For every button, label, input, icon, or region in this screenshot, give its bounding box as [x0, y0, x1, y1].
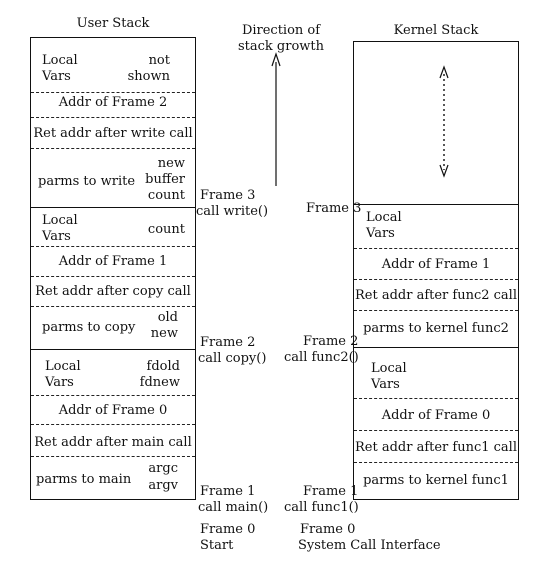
params-label: parms to copy	[42, 320, 136, 335]
frame-addr-cell: Addr of Frame 1	[58, 254, 168, 269]
kernel-frame-label: Frame 1	[303, 484, 359, 499]
user-stack	[30, 37, 196, 500]
frame-addr-cell: Addr of Frame 1	[381, 257, 491, 272]
param-name: new	[157, 156, 185, 171]
params-label: parms to main	[36, 472, 132, 487]
user-call-label: call write()	[196, 204, 269, 219]
local-vars-label: Vars	[366, 226, 395, 241]
user-call-label: call copy()	[198, 351, 267, 366]
local-vars-label: Local	[45, 359, 81, 374]
user-separator	[31, 276, 195, 277]
return-addr-cell: Ret addr after func1 call	[355, 440, 517, 455]
side-note: shown	[127, 69, 170, 84]
local-vars-label: Local	[42, 213, 78, 228]
kernel-separator	[354, 398, 518, 399]
params-label: parms to write	[38, 174, 136, 189]
local-vars-label: Vars	[42, 69, 71, 84]
kernel-separator	[354, 248, 518, 249]
side-note: count	[147, 222, 185, 237]
side-note: fdold	[146, 359, 180, 374]
kernel-stack	[353, 41, 519, 500]
local-vars-label: Local	[371, 361, 407, 376]
user-frame-boundary	[31, 349, 195, 350]
return-addr-cell: Ret addr after main call	[34, 435, 192, 450]
kernel-call-label: System Call Interface	[298, 538, 441, 553]
kernel-call-label: call func1()	[284, 500, 359, 515]
user-separator	[31, 395, 195, 396]
user-frame-label: Frame 1	[200, 484, 256, 499]
frame-addr-cell: Addr of Frame 0	[58, 403, 168, 418]
kernel-frame-boundary	[354, 347, 518, 348]
user-call-label: Start	[200, 538, 234, 553]
local-vars-label: Local	[42, 53, 78, 68]
kernel-separator	[354, 430, 518, 431]
user-frame-label: Frame 3	[200, 188, 256, 203]
param-name: argv	[148, 478, 178, 493]
kernel-call-label: call func2()	[284, 350, 359, 365]
local-vars-label: Vars	[42, 229, 71, 244]
param-name: old	[157, 310, 178, 325]
kernel-separator	[354, 310, 518, 311]
user-separator	[31, 306, 195, 307]
user-separator	[31, 148, 195, 149]
param-name: buffer	[145, 172, 185, 187]
return-addr-cell: Ret addr after func2 call	[355, 288, 517, 303]
user-frame-label: Frame 2	[200, 335, 256, 350]
return-addr-cell: Ret addr after copy call	[35, 284, 191, 299]
user-frame-label: Frame 0	[200, 522, 256, 537]
local-vars-label: Vars	[45, 375, 74, 390]
kernel-stack-title: Kernel Stack	[393, 23, 479, 38]
user-stack-title: User Stack	[76, 16, 150, 31]
kernel-frame-label: Frame 3	[306, 201, 362, 216]
direction-label: stack growth	[237, 39, 325, 54]
kernel-separator	[354, 279, 518, 280]
user-separator	[31, 117, 195, 118]
params-label: parms to kernel func2	[363, 321, 509, 336]
kernel-frame-label: Frame 0	[300, 522, 356, 537]
side-note: fdnew	[139, 375, 180, 390]
user-separator	[31, 456, 195, 457]
growth-arrowhead-icon	[271, 52, 281, 67]
user-separator	[31, 424, 195, 425]
kernel-separator	[354, 462, 518, 463]
params-label: parms to kernel func1	[363, 473, 509, 488]
direction-label: Direction of	[241, 23, 321, 38]
param-name: new	[150, 326, 178, 341]
local-vars-label: Vars	[371, 377, 400, 392]
user-separator	[31, 246, 195, 247]
frame-addr-cell: Addr of Frame 2	[58, 95, 168, 110]
param-name: count	[147, 188, 185, 203]
down-arrowhead-icon	[439, 164, 449, 178]
user-frame-boundary	[31, 207, 195, 208]
kernel-frame-boundary	[354, 204, 518, 205]
local-vars-label: Local	[366, 210, 402, 225]
return-addr-cell: Ret addr after write call	[33, 126, 193, 141]
up-arrowhead-icon	[439, 65, 449, 79]
user-call-label: call main()	[198, 500, 269, 515]
side-note: not	[148, 53, 170, 68]
param-name: argc	[148, 461, 178, 476]
user-separator	[31, 92, 195, 93]
kernel-frame-label: Frame 2	[303, 334, 359, 349]
frame-addr-cell: Addr of Frame 0	[381, 408, 491, 423]
